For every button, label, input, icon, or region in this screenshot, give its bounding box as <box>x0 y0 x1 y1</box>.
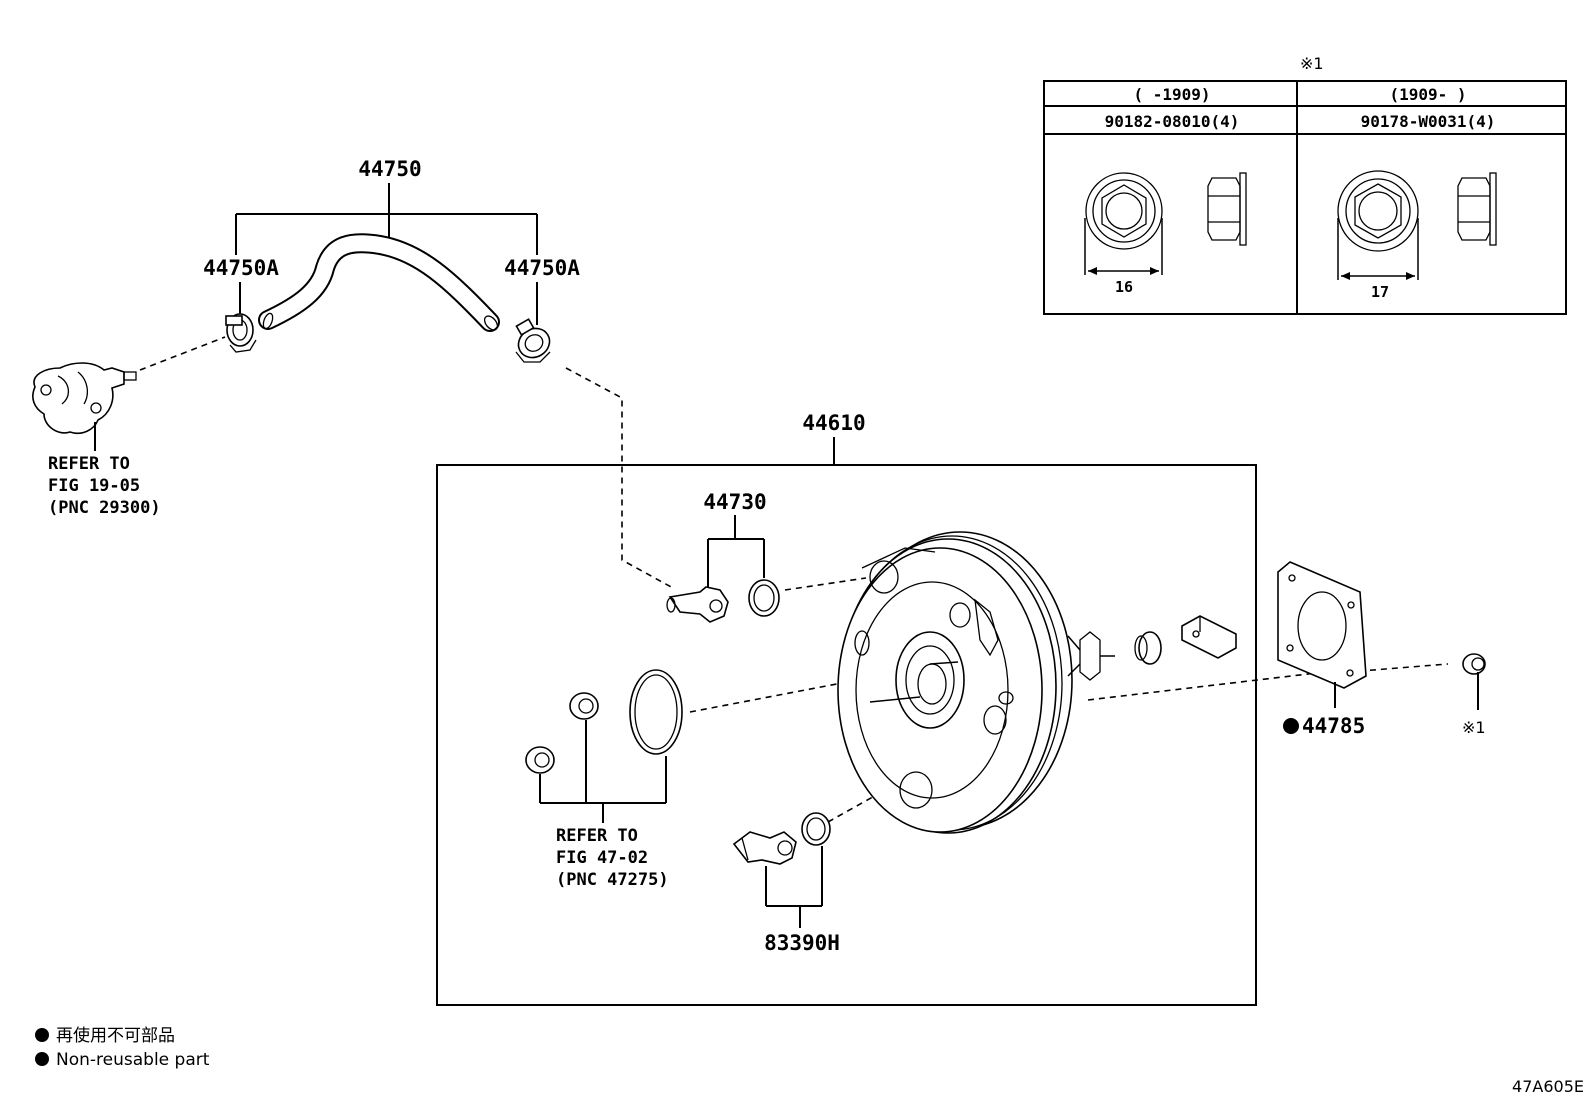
illustration-code: 47A605E <box>1512 1077 1584 1096</box>
nut-table-marker: ※1 <box>1300 54 1324 73</box>
refer-pump-line-2: FIG 19-05 <box>48 476 140 496</box>
label-check-valve: 44730 <box>703 490 766 514</box>
flange-nut-side-view-2 <box>1457 172 1497 246</box>
pushrod-clevis <box>1134 631 1162 665</box>
flange-nut-top-view-2 <box>1337 170 1419 280</box>
nut-dimension-1: 16 <box>1115 278 1133 296</box>
vacuum-pump <box>32 362 137 451</box>
flange-nut-top-view-1 <box>1084 172 1163 275</box>
nut-table-period-1: ( -1909) <box>1133 85 1210 104</box>
nut-table-part-2: 90178-W0031(4) <box>1361 112 1496 131</box>
gasket <box>1277 561 1367 708</box>
nut-table-part-1: 90182-08010(4) <box>1105 112 1240 131</box>
legend-non-reusable-jp: 再使用不可部品 <box>56 1025 175 1046</box>
o-ring <box>629 669 683 755</box>
label-gasket: 44785 <box>1302 714 1365 738</box>
master-cylinder-nut-2 <box>525 746 555 774</box>
refer-master-line-3: (PNC 47275) <box>556 870 669 890</box>
label-hose-clamp-left: 44750A <box>203 256 279 280</box>
refer-pump-line-1: REFER TO <box>48 454 130 474</box>
pressure-sensor <box>732 831 797 865</box>
label-hose-assembly: 44750 <box>358 157 421 181</box>
refer-master-line-1: REFER TO <box>556 826 638 846</box>
nut-table: ※1 ( -1909) (1909- ) 90182-08010(4) 9017… <box>1043 54 1567 315</box>
refer-pump-line-3: (PNC 29300) <box>48 498 161 518</box>
check-valve-leader <box>707 515 765 590</box>
pushrod-yoke <box>1181 615 1237 659</box>
refer-master-leader <box>539 720 667 823</box>
connection-lines <box>139 336 1449 823</box>
nut-table-period-2: (1909- ) <box>1389 85 1466 104</box>
vacuum-hose <box>258 233 500 332</box>
legend: 再使用不可部品 Non-reusable part <box>35 1025 210 1070</box>
hose-clamp-left <box>225 313 257 353</box>
legend-non-reusable-en: Non-reusable part <box>56 1050 210 1070</box>
nut-table-frame <box>1043 80 1567 315</box>
label-booster-assembly: 44610 <box>802 411 865 435</box>
flange-nut-side-view-1 <box>1207 172 1247 246</box>
master-cylinder-nut-1 <box>569 692 599 720</box>
sensor-leader <box>765 846 823 928</box>
legend-bullet-jp <box>35 1028 49 1042</box>
hose-clamp-right <box>515 318 551 363</box>
check-valve <box>666 586 729 623</box>
label-sensor: 83390H <box>764 931 840 955</box>
non-reusable-marker <box>1283 718 1299 734</box>
booster-assembly-frame <box>436 464 1257 1006</box>
grommet <box>748 579 780 617</box>
nut-dimension-2: 17 <box>1371 283 1389 301</box>
brake-booster <box>837 531 1115 834</box>
refer-master-line-2: FIG 47-02 <box>556 848 648 868</box>
sensor-grommet <box>801 812 831 846</box>
hose-leader-lines <box>235 183 538 255</box>
flange-nut <box>1462 653 1486 710</box>
label-nut-ref: ※1 <box>1462 718 1486 737</box>
label-hose-clamp-right: 44750A <box>504 256 580 280</box>
legend-bullet-en <box>35 1052 49 1066</box>
